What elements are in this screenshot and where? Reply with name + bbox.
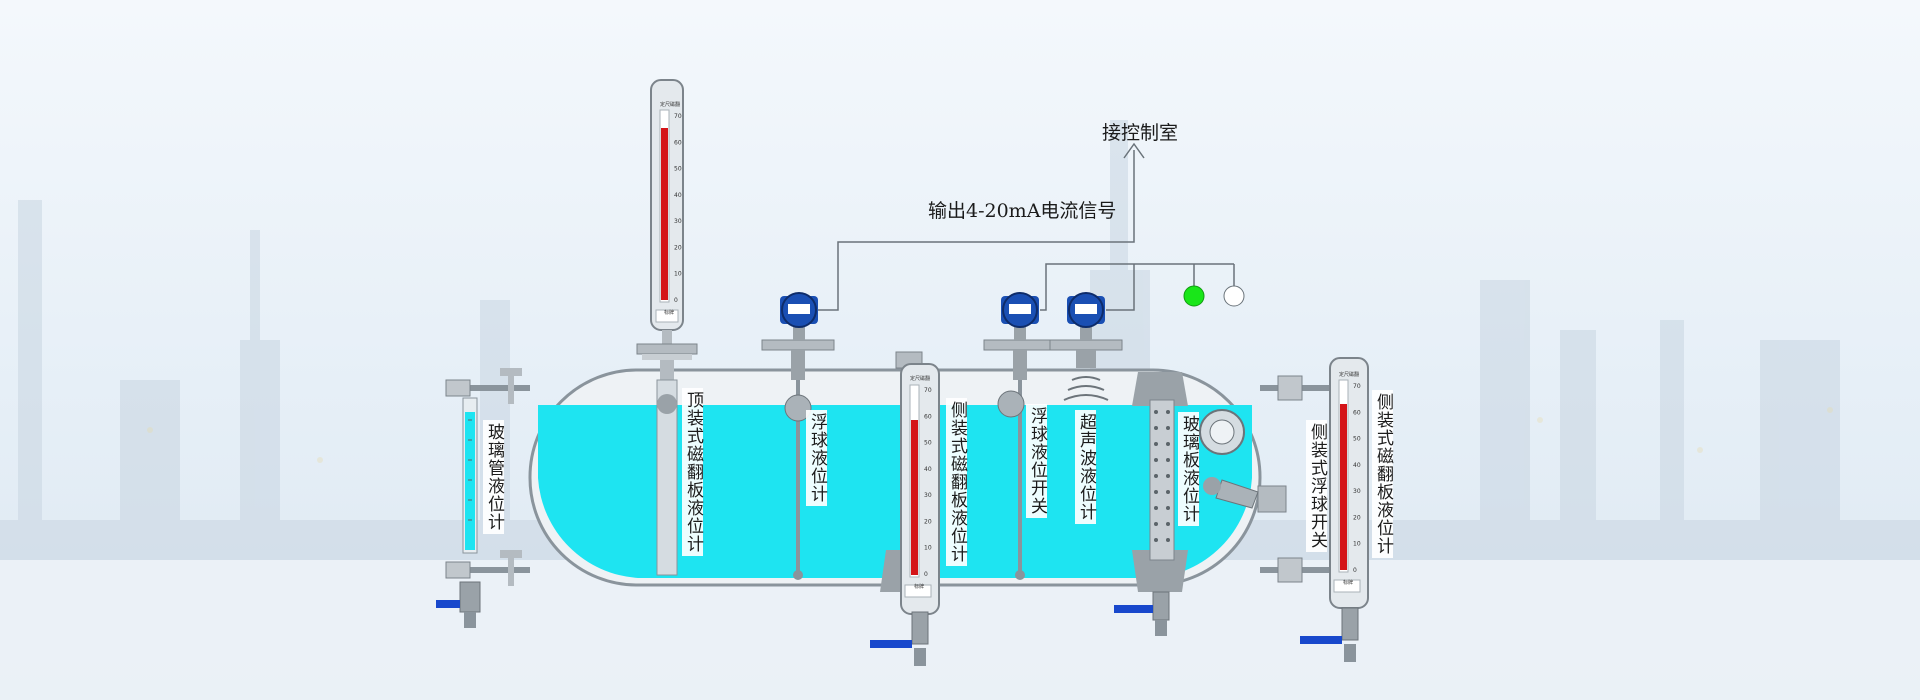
label-side-magnetic-flap-gauge-right: 侧装式磁翻板液位计 (1372, 390, 1393, 558)
gauge-tick-label: 10 (924, 545, 932, 552)
gauge-tick-label: 20 (924, 518, 932, 525)
gauge-tick-label: 20 (1353, 514, 1361, 521)
indicator-light-green-icon (1183, 285, 1205, 307)
gauge-tick-label: 60 (1353, 409, 1361, 416)
gauge-tick-label: 10 (1353, 541, 1361, 548)
gauge-tick-label: 40 (1353, 462, 1361, 469)
gauge-tick-label: 60 (924, 413, 932, 420)
label-float-ball-level-switch: 浮球液位开关 (1026, 404, 1047, 518)
glass-plate-gauge (1114, 372, 1188, 636)
side-magnetic-flap-gauge-right (1260, 357, 1369, 662)
control-room-label: 接控制室 (1102, 122, 1179, 144)
gauge-scale-footer: 标牌 (914, 583, 924, 590)
gauge-tick-label: 30 (924, 492, 932, 499)
gauge-tick-label: 0 (924, 571, 928, 578)
label-side-magnetic-flap-gauge: 侧装式磁翻板液位计 (946, 398, 967, 566)
label-glass-plate-gauge: 玻璃板液位计 (1178, 412, 1199, 526)
signal-wiring (818, 150, 1235, 311)
gauge-tick-label: 70 (924, 387, 932, 394)
label-top-magnetic-flap-gauge: 顶装式磁翻板液位计 (682, 388, 703, 556)
gauge-tick-label: 20 (674, 244, 682, 251)
gauge-scale-header: 定尺磁翻 (660, 101, 680, 108)
gauge-tick-label: 50 (1353, 436, 1361, 443)
gauge-scale-footer: 标牌 (1343, 579, 1353, 586)
top-magnetic-flap-gauge (636, 79, 698, 576)
gauge-tick-label: 70 (1353, 383, 1361, 390)
side-float-ball-switch (1203, 477, 1287, 513)
indicator-light-off-icon (1223, 285, 1245, 307)
label-side-float-ball-switch: 侧装式浮球开关 (1306, 420, 1327, 552)
gauge-scale-footer: 标牌 (664, 309, 674, 316)
output-signal-label: 输出4-20mA电流信号 (928, 200, 1117, 222)
gauge-tick-label: 30 (1353, 488, 1361, 495)
gauge-tick-label: 0 (674, 297, 678, 304)
gauge-tick-label: 10 (674, 271, 682, 278)
gauge-scale-header: 定尺磁翻 (1339, 371, 1359, 378)
gauge-tick-label: 40 (924, 466, 932, 473)
gauge-tick-label: 50 (674, 166, 682, 173)
side-magnetic-flap-gauge (870, 351, 940, 666)
ultrasonic-level-gauge (1049, 292, 1123, 401)
storage-tank (528, 368, 1262, 587)
gauge-tick-label: 50 (924, 440, 932, 447)
gauge-scale-header: 定尺磁翻 (910, 375, 930, 382)
manway-flange (1199, 409, 1245, 455)
transmitter-head-icon (780, 292, 818, 328)
arrow-up-icon (1123, 142, 1145, 159)
float-ball-level-gauge (761, 322, 835, 580)
valve-handle-icon (436, 600, 460, 608)
gauge-tick-label: 40 (674, 192, 682, 199)
gauge-tick-label: 60 (674, 139, 682, 146)
label-float-ball-level-gauge: 浮球液位计 (806, 410, 827, 506)
gauge-tick-label: 30 (674, 218, 682, 225)
float-ball-level-switch (983, 292, 1057, 580)
label-glass-tube-gauge: 玻璃管液位计 (483, 420, 504, 534)
glass-tube-gauge (436, 368, 530, 628)
liquid-fill (538, 405, 1252, 578)
gauge-tick-label: 70 (674, 113, 682, 120)
gauge-tick-label: 0 (1353, 567, 1357, 574)
label-ultrasonic-level-gauge: 超声波液位计 (1075, 410, 1096, 524)
